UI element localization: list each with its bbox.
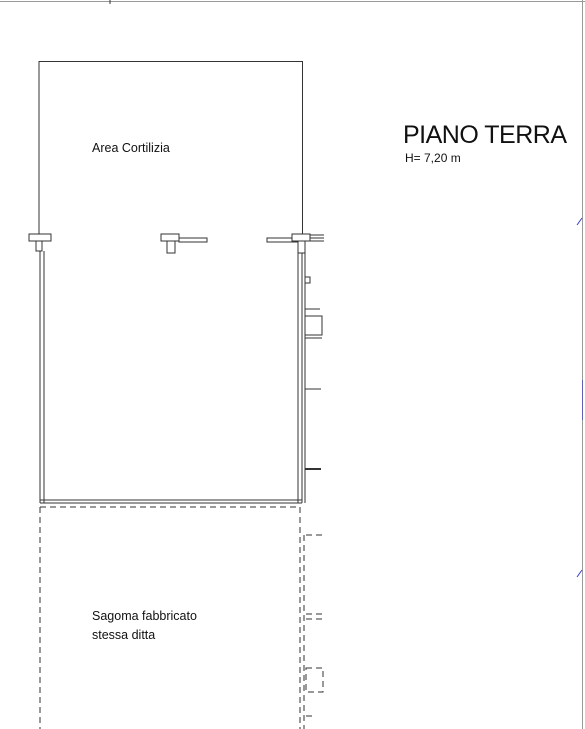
east-wall-fixtures: [304, 276, 323, 470]
right-edge-markers: [576, 217, 583, 578]
plan-title: PIANO TERRA: [403, 121, 567, 149]
height-label: H= 7,20 m: [405, 151, 461, 165]
building-label-line1: Sagoma fabbricato: [92, 609, 197, 623]
building-walls: [39, 251, 306, 504]
building-footprint-dashed: [39, 506, 324, 729]
courtyard-label: Area Cortilizia: [92, 141, 170, 155]
boundary-fence: [28, 233, 324, 254]
building-label-line2: stessa ditta: [92, 628, 156, 642]
courtyard-outline: [38, 61, 303, 236]
